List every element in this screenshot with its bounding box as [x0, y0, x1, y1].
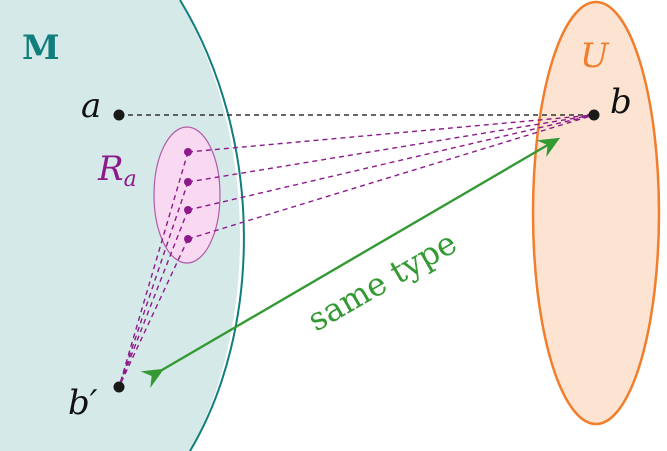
point-b-prime — [113, 381, 125, 393]
ra-point-2 — [184, 178, 192, 186]
point-b-prime-label: b′ — [68, 383, 98, 423]
set-u-label: U — [580, 36, 610, 76]
set-ra-label: Ra — [97, 149, 137, 192]
set-ra-label-sub: a — [124, 167, 137, 192]
point-b-label: b — [610, 82, 632, 122]
dashed-line-ra4-to-b — [187, 114, 595, 240]
point-b — [588, 109, 600, 121]
ra-point-3 — [184, 206, 192, 214]
point-a-label: a — [81, 86, 101, 126]
set-ra-label-base: R — [97, 149, 124, 189]
dashed-line-ra2-to-b — [187, 114, 595, 183]
ra-point-1 — [184, 148, 192, 156]
ra-point-4 — [184, 235, 192, 243]
point-a — [113, 109, 125, 121]
same-type-arrow — [140, 137, 561, 388]
set-m-label: M — [22, 28, 60, 68]
